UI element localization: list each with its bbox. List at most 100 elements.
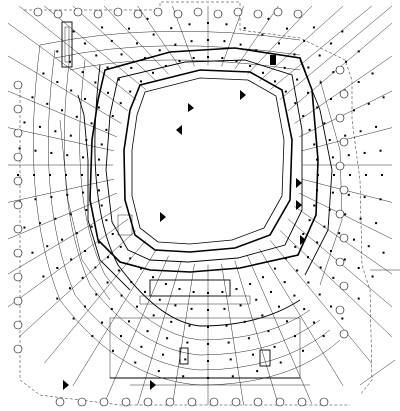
column-dot: [105, 128, 108, 131]
column-dot: [382, 96, 385, 99]
radial-grid-line: [18, 230, 137, 338]
column-dot: [270, 57, 272, 60]
column-dot: [107, 256, 110, 259]
column-dot: [207, 326, 209, 328]
grid-bubble: [121, 397, 131, 407]
column-dot: [82, 191, 85, 194]
column-dot: [97, 174, 99, 176]
column-dot: [23, 121, 26, 124]
column-dot: [267, 330, 270, 333]
column-dot: [207, 377, 209, 379]
column-dot: [341, 30, 344, 33]
grid-bubble: [13, 80, 23, 90]
column-dot: [343, 258, 346, 261]
grid-bubble: [335, 113, 345, 123]
column-dot: [68, 287, 71, 290]
column-dot: [323, 225, 326, 228]
column-dot: [18, 147, 21, 150]
grid-bubble: [335, 257, 345, 267]
column-dot: [157, 370, 160, 373]
concourse-ring: [89, 47, 319, 273]
column-dot: [318, 293, 321, 296]
column-dot: [357, 297, 360, 300]
grid-bubble: [13, 224, 23, 234]
radial-grid-line: [270, 240, 372, 364]
column-dot: [352, 238, 355, 241]
radial-grid-line: [279, 230, 393, 338]
radial-grid-line: [294, 55, 393, 124]
column-dot: [379, 149, 382, 152]
column-dot: [83, 42, 86, 45]
column-dot: [319, 266, 322, 269]
column-dot: [56, 267, 59, 269]
column-dot: [182, 375, 185, 378]
column-dot: [239, 304, 242, 307]
column-dot: [371, 72, 374, 75]
radial-grid-line: [221, 5, 244, 67]
grid-bubble: [13, 152, 23, 162]
column-dot: [331, 191, 334, 194]
column-dot: [190, 307, 193, 310]
grid-bubble: [13, 200, 23, 210]
column-dot: [91, 335, 94, 338]
column-dot: [164, 283, 167, 286]
column-dot: [316, 158, 319, 161]
column-dot: [152, 314, 155, 317]
column-dot: [235, 60, 238, 63]
radial-grid-line: [137, 260, 182, 406]
column-dot: [316, 106, 319, 109]
grid-bubble: [173, 9, 183, 19]
column-dot: [97, 241, 100, 244]
column-dot: [46, 102, 49, 105]
column-dot: [352, 109, 355, 112]
grid-bubble: [13, 176, 23, 186]
column-dot: [117, 78, 120, 81]
column-dot: [34, 198, 37, 201]
grid-bubble: [339, 281, 349, 291]
column-dot: [328, 139, 331, 142]
radial-grid-line: [103, 255, 169, 404]
column-dot: [152, 33, 155, 36]
grid-bubble: [153, 7, 163, 17]
column-dot: [85, 139, 88, 142]
column-dot: [329, 98, 332, 100]
column-dot: [293, 294, 296, 297]
column-dot: [375, 125, 378, 128]
column-dot: [101, 321, 104, 324]
column-dot: [303, 308, 306, 311]
column-dot: [101, 26, 104, 29]
column-dot: [261, 33, 264, 36]
column-dot: [359, 217, 362, 220]
column-dot: [152, 276, 154, 279]
column-dot: [128, 320, 130, 323]
column-dot: [97, 106, 100, 109]
column-dot: [33, 174, 35, 176]
column-dot: [119, 245, 122, 248]
column-dot: [144, 57, 146, 60]
column-dot: [129, 257, 132, 260]
column-dot: [90, 122, 93, 125]
column-dot: [112, 349, 114, 352]
radial-grid-line: [234, 5, 279, 70]
grid-bubble: [335, 161, 345, 171]
column-dot: [146, 17, 149, 20]
column-dot: [341, 317, 344, 320]
grid-bubble: [293, 9, 303, 19]
column-dot: [312, 26, 315, 29]
column-dot: [347, 193, 350, 196]
column-dot: [174, 304, 177, 307]
column-dot: [286, 27, 288, 30]
column-dot: [100, 204, 103, 207]
column-dot: [164, 64, 167, 67]
grid-bubble: [55, 397, 65, 407]
grid-bubble: [339, 329, 349, 339]
column-dot: [270, 290, 272, 293]
column-dot: [188, 23, 191, 26]
column-dot: [94, 266, 97, 269]
grid-bubble: [165, 397, 175, 407]
column-dot: [262, 71, 264, 74]
column-dot: [302, 233, 305, 235]
column-dot: [82, 156, 85, 159]
column-dot: [70, 258, 73, 261]
column-dot: [313, 143, 316, 146]
